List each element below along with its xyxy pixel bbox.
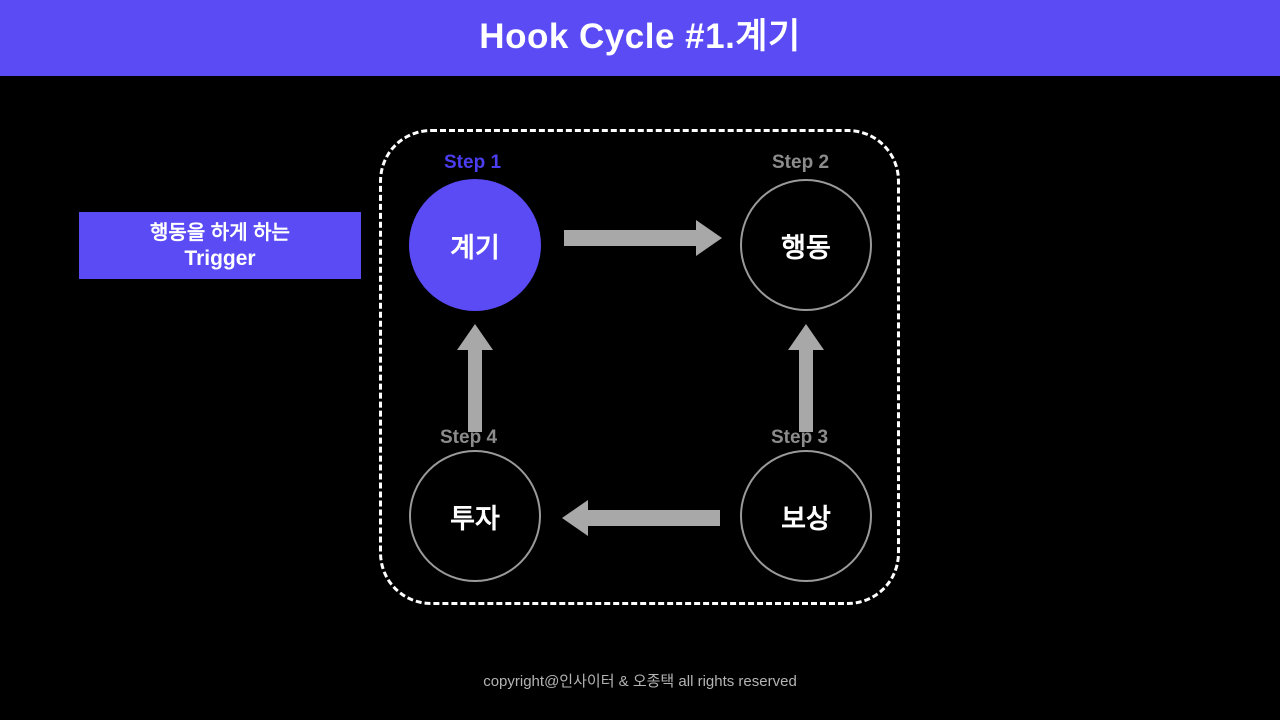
cycle-node-step-3-label: 보상 [781,503,831,534]
arrow-left-icon [562,500,720,536]
cycle-node-step-4[interactable]: 투자 [409,450,541,582]
step-2-caption: Step 2 [772,152,830,173]
trigger-caption-line-2: Trigger [184,246,256,270]
arrow-up-left-icon [457,324,493,432]
step-3-caption: Step 3 [771,427,829,448]
cycle-node-step-2[interactable]: 행동 [740,179,872,311]
header-bar [0,0,1280,76]
cycle-frame [379,129,900,605]
footer-copyright: copyright@인사이터 & 오종택 all rights reserved [483,673,797,690]
arrow-right-icon [564,220,722,256]
cycle-node-step-4-label: 투자 [450,503,500,534]
arrow-up-right-icon [788,324,824,432]
cycle-node-step-2-label: 행동 [781,232,831,263]
page-title: Hook Cycle #1.계기 [479,17,801,56]
step-1-caption: Step 1 [444,152,502,173]
cycle-node-step-1[interactable]: 계기 [409,179,541,311]
trigger-caption-line-1: 행동을 하게 하는 [150,221,290,244]
cycle-node-step-3[interactable]: 보상 [740,450,872,582]
cycle-node-step-1-label: 계기 [450,232,500,263]
trigger-caption-box: 행동을 하게 하는 Trigger [79,212,361,279]
step-4-caption: Step 4 [440,427,498,448]
